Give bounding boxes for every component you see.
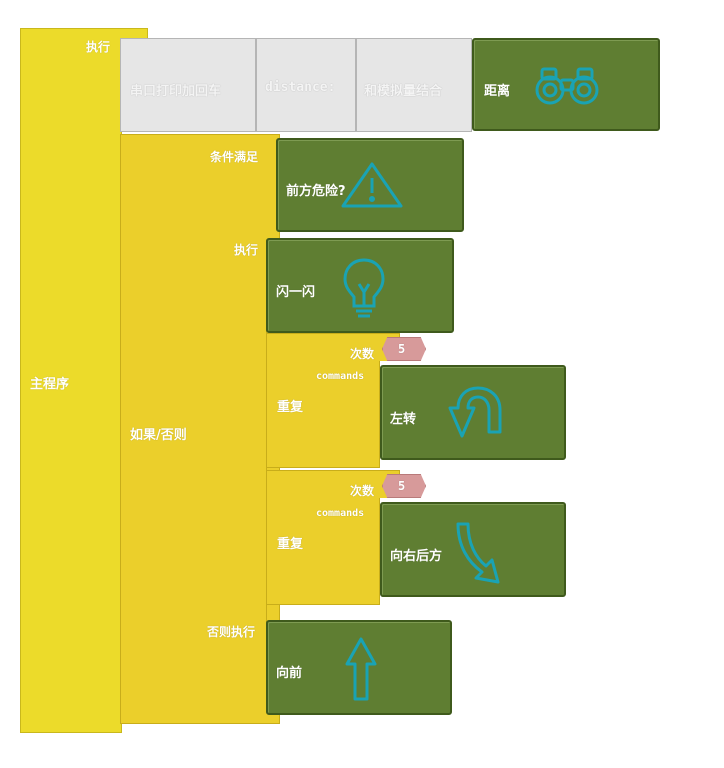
repeat-block-1-arm <box>266 333 400 361</box>
turn-right-back-icon <box>456 522 500 584</box>
else-exec-label: 否则执行 <box>207 625 256 639</box>
turn-left-icon <box>448 386 502 438</box>
binoculars-icon <box>535 67 599 105</box>
main-program-arm <box>20 28 148 38</box>
analog-combine-block[interactable] <box>356 38 472 132</box>
turn-right-back-label: 向右后方 <box>390 549 443 564</box>
turn-left-label: 左转 <box>390 412 417 427</box>
arrow-up-icon <box>345 637 377 701</box>
if-else-block[interactable] <box>120 134 280 724</box>
danger-ahead-block[interactable] <box>276 138 464 232</box>
distance-sensor-label: 距离 <box>484 84 511 99</box>
distance-text-label: distance: <box>265 80 336 95</box>
analog-combine-label: 和模拟量结合 <box>364 84 443 99</box>
repeat-2-times-value: 5 <box>398 479 406 493</box>
repeat-1-label: 重复 <box>277 400 304 415</box>
lightbulb-icon <box>343 258 385 318</box>
repeat-block-2-arm <box>266 470 400 498</box>
repeat-2-times-input[interactable] <box>382 474 426 498</box>
warning-icon <box>341 162 403 208</box>
blink-label: 闪一闪 <box>276 285 316 300</box>
repeat-1-commands-label: commands <box>316 371 365 382</box>
main-exec-label: 执行 <box>86 40 111 54</box>
repeat-2-label: 重复 <box>277 537 304 552</box>
repeat-1-times-label: 次数 <box>350 347 375 361</box>
condition-label: 条件满足 <box>210 150 259 164</box>
main-program-label: 主程序 <box>30 377 70 392</box>
repeat-2-commands-label: commands <box>316 508 365 519</box>
repeat-2-times-label: 次数 <box>350 484 375 498</box>
serial-print-block[interactable] <box>120 38 256 132</box>
danger-ahead-label: 前方危险? <box>286 184 346 199</box>
repeat-1-times-input[interactable] <box>382 337 426 361</box>
if-else-label: 如果/否则 <box>130 428 187 443</box>
distance-text-block[interactable] <box>256 38 356 132</box>
repeat-1-times-value: 5 <box>398 342 406 356</box>
distance-sensor-block[interactable] <box>472 38 660 131</box>
main-program-block[interactable] <box>20 28 122 733</box>
then-exec-label: 执行 <box>234 243 259 257</box>
serial-print-label: 串口打印加回车 <box>130 84 222 99</box>
forward-label: 向前 <box>276 666 303 681</box>
